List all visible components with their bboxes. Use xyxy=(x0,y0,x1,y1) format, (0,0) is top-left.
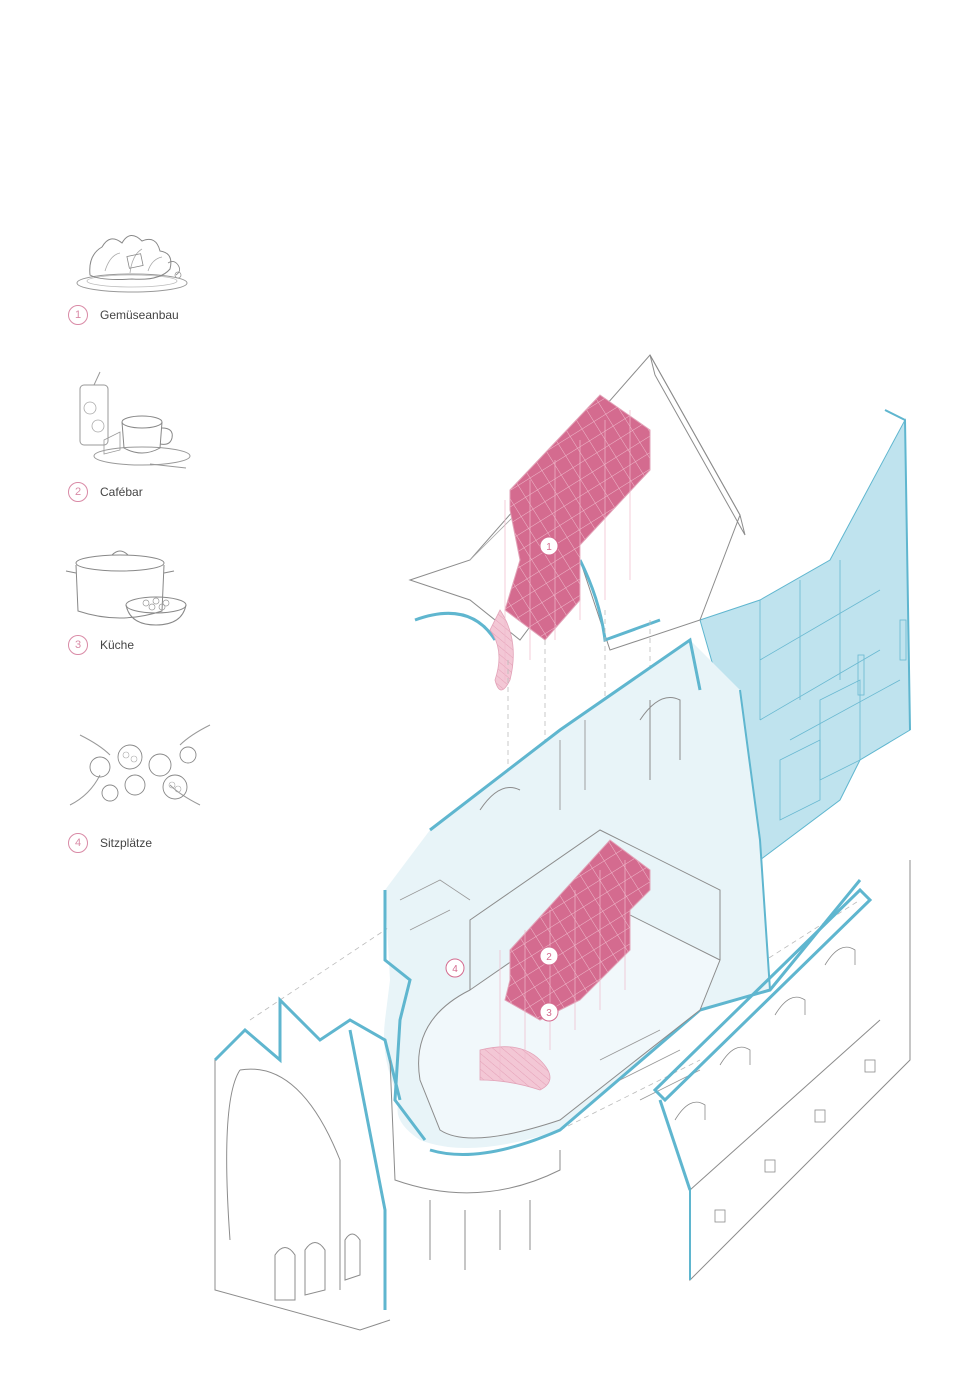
svg-text:2: 2 xyxy=(546,952,552,963)
marker-4: 4 xyxy=(445,958,465,978)
legend-number: 4 xyxy=(68,833,88,853)
marker-1: 1 xyxy=(539,536,559,556)
legend-label: Gemüseanbau xyxy=(100,308,179,322)
dining-table-icon xyxy=(69,724,211,806)
marker-2: 2 xyxy=(539,946,559,966)
right-wing xyxy=(652,860,911,1282)
legend-number: 3 xyxy=(68,635,88,655)
vegetable-farming-scaffold xyxy=(489,394,651,691)
svg-text:4: 4 xyxy=(452,964,458,975)
lettuce-plate-icon xyxy=(76,235,188,293)
marker-3: 3 xyxy=(539,1002,559,1022)
legend-number: 1 xyxy=(68,305,88,325)
front-wing xyxy=(213,996,561,1331)
cafebar-kitchen-scaffold xyxy=(479,839,651,1091)
neighbor-building xyxy=(699,409,911,861)
legend-label: Cafébar xyxy=(100,485,143,499)
legend-item-sitzplaetze: 4 Sitzplätze xyxy=(60,715,260,853)
svg-text:1: 1 xyxy=(546,542,552,553)
legend-label: Sitzplätze xyxy=(100,836,153,850)
coffee-cup-icon xyxy=(79,371,191,469)
legend-item-cafebar: 2 Cafébar xyxy=(60,370,260,502)
legend-item-kueche: 3 Küche xyxy=(60,545,260,655)
svg-text:3: 3 xyxy=(546,1008,552,1019)
legend-label: Küche xyxy=(100,638,135,652)
legend-number: 2 xyxy=(68,482,88,502)
cooking-pot-icon xyxy=(65,550,187,626)
legend-item-gemueseanbau: 1 Gemüseanbau xyxy=(60,225,260,325)
